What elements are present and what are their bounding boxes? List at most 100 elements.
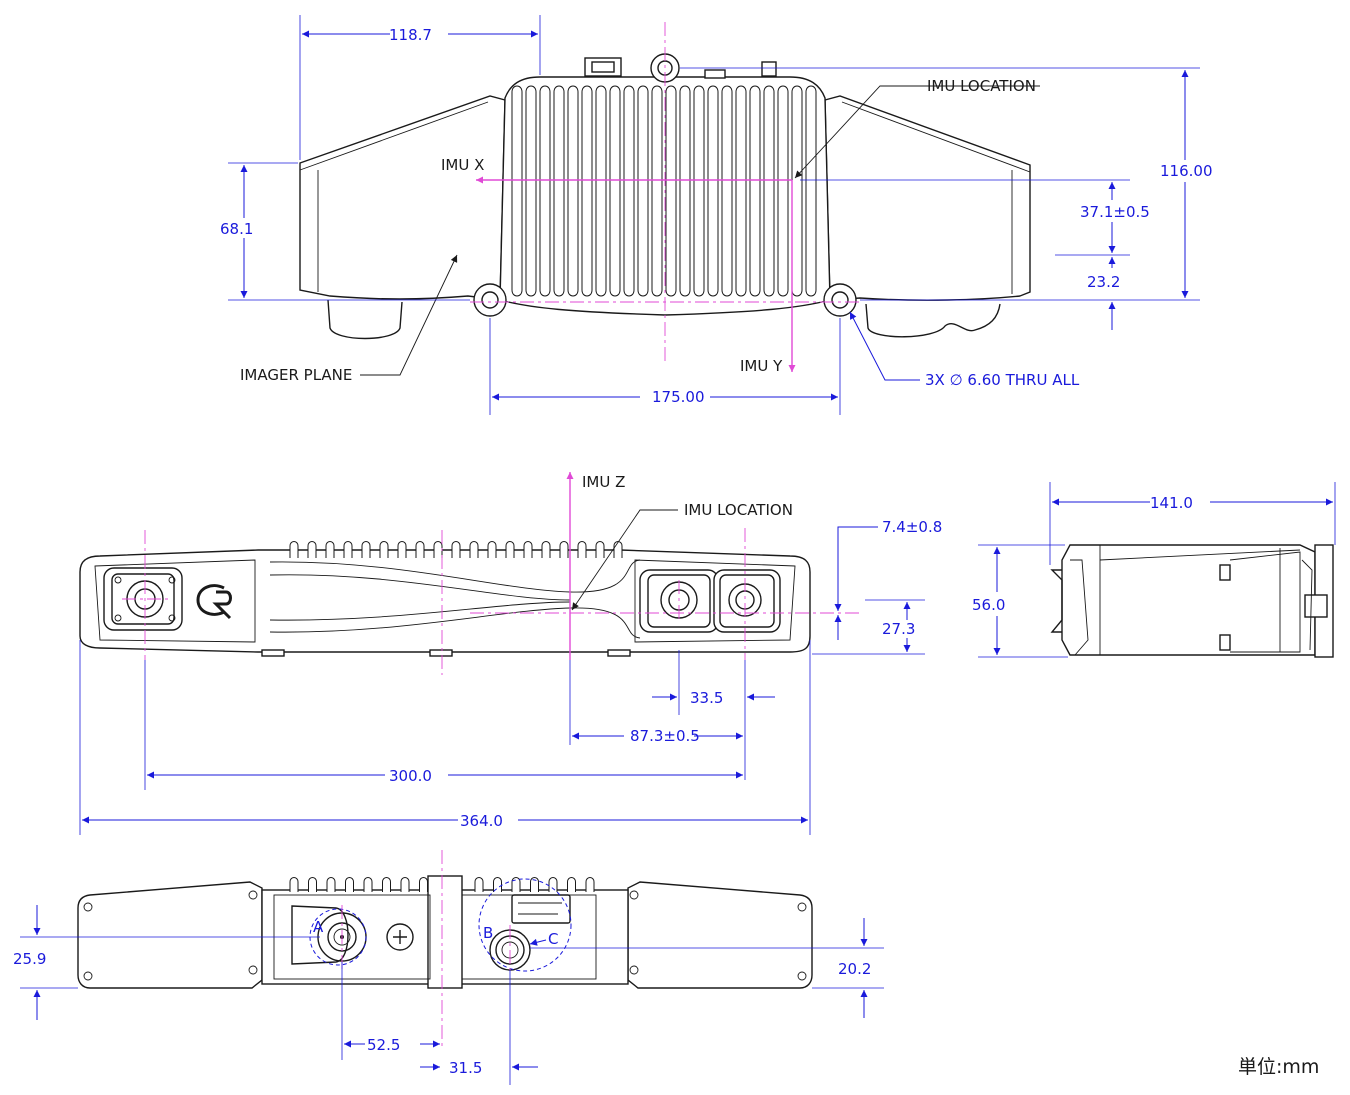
front-fin (397, 541, 407, 558)
top-fin (679, 85, 691, 297)
front-fin (469, 541, 479, 558)
top-fin (707, 85, 719, 297)
top-fin (637, 85, 649, 297)
imager-plane-leader (360, 254, 458, 376)
front-fin (451, 541, 461, 558)
top-fin (805, 85, 817, 297)
rear-fin (419, 877, 428, 892)
top-mount-hole-right (823, 283, 857, 317)
front-fin (433, 541, 443, 558)
dim-56-0: 56.0 (972, 596, 1005, 614)
rear-fin (493, 877, 502, 892)
thru-hole-leader (849, 311, 920, 381)
dim-175-00: 175.00 (652, 388, 705, 406)
rear-fin (530, 877, 539, 892)
top-fin (791, 85, 803, 297)
top-fin (721, 85, 733, 297)
dim-364-0: 364.0 (460, 812, 503, 830)
connector-c-label: C (548, 930, 558, 948)
rear-view: A B C 25.9 20.2 52.5 31.5 (13, 850, 884, 1085)
front-top-fins (289, 541, 623, 558)
front-fin (541, 541, 551, 558)
front-imu-location-label: IMU LOCATION (684, 501, 793, 519)
rear-fin (474, 877, 484, 892)
top-fin (693, 85, 705, 297)
rear-left-wing (77, 881, 263, 989)
dim-37-1: 37.1±0.5 (1080, 203, 1150, 221)
logo (196, 584, 232, 620)
front-fin (307, 541, 317, 558)
top-mount-hole-left (473, 283, 507, 317)
top-right-lens (865, 303, 1001, 338)
front-imu-leader (571, 509, 678, 611)
dim-141-0: 141.0 (1150, 494, 1193, 512)
top-fin (595, 85, 607, 297)
rear-fin (548, 877, 558, 892)
rear-right-wing (627, 881, 813, 989)
rear-fin (567, 877, 576, 892)
rear-center-rib (427, 875, 463, 989)
imu-location-label: IMU LOCATION (927, 77, 1036, 95)
top-fin (553, 85, 565, 297)
front-view: IMU Z IMU LOCATION 7.4±0.8 27.3 33.5 87.… (79, 472, 942, 835)
rear-fin (326, 877, 336, 892)
top-fin (749, 85, 761, 297)
top-fin (777, 85, 789, 297)
rear-fin (308, 877, 317, 892)
dim-33-5: 33.5 (690, 689, 723, 707)
dim-118-7: 118.7 (389, 26, 432, 44)
dim-27-3: 27.3 (882, 620, 915, 638)
top-fins (511, 85, 817, 297)
rear-fin (400, 877, 410, 892)
thru-hole-label: 3X ∅ 6.60 THRU ALL (925, 371, 1080, 389)
dim-68-1: 68.1 (220, 220, 253, 238)
top-fin (511, 85, 523, 297)
top-fin (581, 85, 593, 297)
top-view: IMU X IMU Y IMU LOCATION IMAGER PLANE 3X… (220, 15, 1213, 415)
connector-a-bracket (291, 905, 349, 965)
imu-x-label: IMU X (441, 156, 484, 174)
imu-location-leader (794, 85, 1040, 179)
top-fin (609, 85, 621, 297)
front-right-camera (713, 569, 781, 633)
dim-23-2: 23.2 (1087, 273, 1120, 291)
side-view: 141.0 56.0 (972, 482, 1336, 658)
rear-fin (363, 877, 373, 892)
top-fin (651, 85, 663, 297)
front-fin (577, 541, 587, 558)
dim-31-5: 31.5 (449, 1059, 482, 1077)
unit-label: 単位:mm (1238, 1056, 1319, 1078)
top-left-lens (327, 299, 403, 340)
front-fin (559, 541, 569, 558)
top-left-wing (299, 95, 506, 301)
front-fin (379, 541, 389, 558)
serial-label-plate (511, 894, 571, 924)
rear-fin (345, 877, 354, 892)
dim-52-5: 52.5 (367, 1036, 400, 1054)
rear-fins (289, 877, 595, 892)
dim-300-0: 300.0 (389, 767, 432, 785)
imager-plane-label: IMAGER PLANE (240, 366, 352, 384)
top-right-wing (824, 95, 1031, 301)
front-fin (325, 541, 335, 558)
imu-y-label: IMU Y (740, 357, 783, 375)
imu-z-label: IMU Z (582, 473, 625, 491)
top-fin (567, 85, 579, 297)
dim-116-00: 116.00 (1160, 162, 1213, 180)
dim-87-3: 87.3±0.5 (630, 727, 700, 745)
front-fin (505, 541, 515, 558)
rear-fin (585, 877, 595, 892)
rear-fin (382, 877, 391, 892)
top-fin (763, 85, 775, 297)
top-fin (539, 85, 551, 297)
front-fin (613, 541, 623, 558)
front-fin (595, 541, 605, 558)
top-connector-stub (584, 57, 622, 77)
rear-fin (289, 877, 299, 892)
dim-25-9: 25.9 (13, 950, 46, 968)
front-fin (415, 541, 425, 558)
dim-20-2: 20.2 (838, 960, 871, 978)
top-fin (623, 85, 635, 297)
